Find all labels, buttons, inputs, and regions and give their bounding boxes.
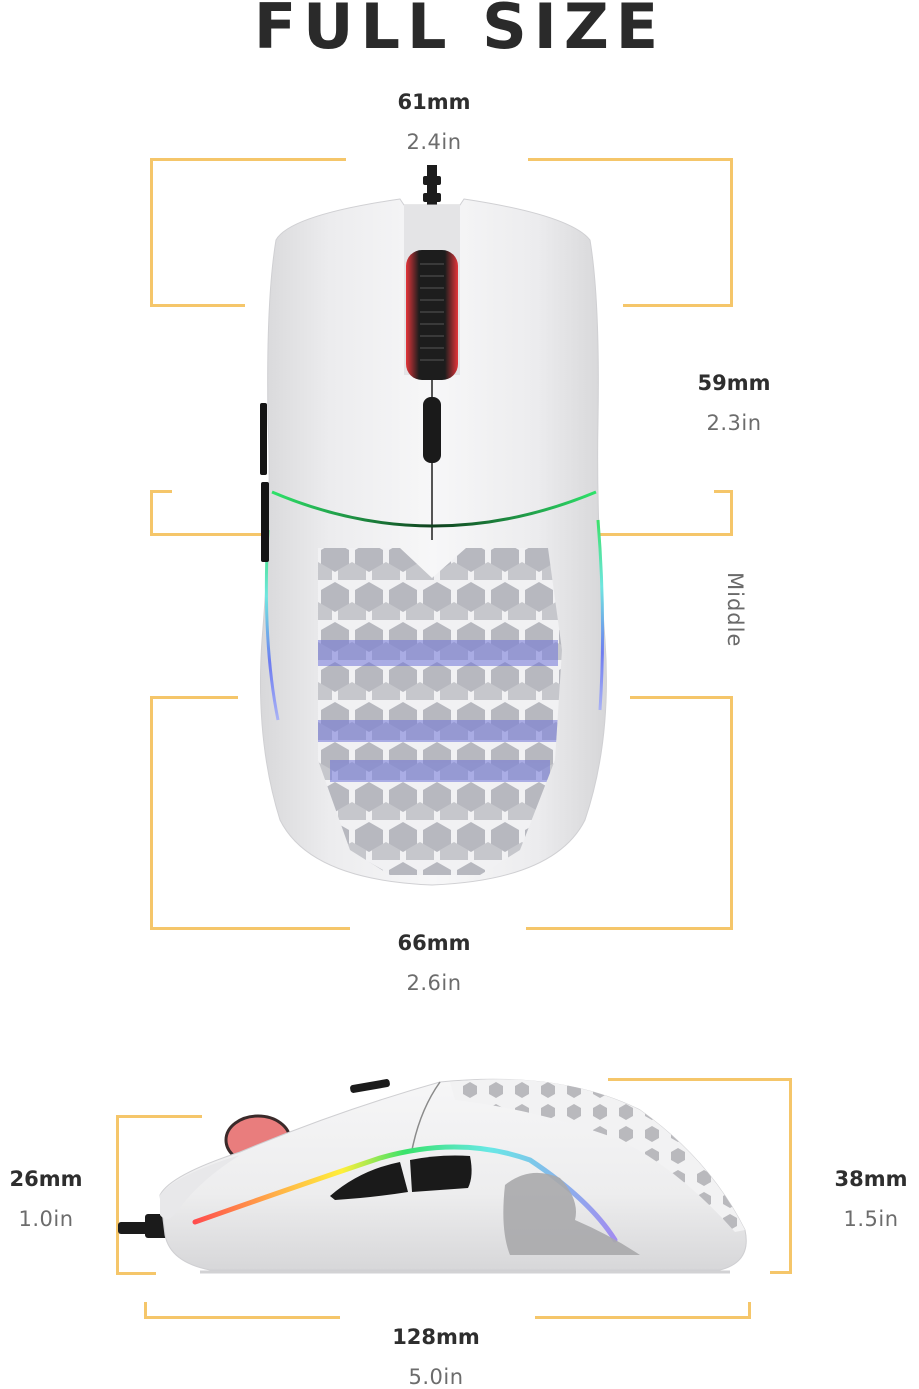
front-height-mm: 26mm xyxy=(9,1167,83,1191)
top-width-mm: 61mm xyxy=(397,90,471,114)
top-width-in: 2.4in xyxy=(406,130,462,154)
front-height-in: 1.0in xyxy=(18,1207,74,1231)
length-mm: 128mm xyxy=(392,1325,480,1349)
max-height-mm: 38mm xyxy=(834,1167,908,1191)
max-width-mm: 66mm xyxy=(397,931,471,955)
mouse-top-view-image xyxy=(259,165,607,886)
grip-width-mm: 59mm xyxy=(697,371,771,395)
max-width-in: 2.6in xyxy=(406,971,462,995)
page-title: FULL SIZE xyxy=(253,0,666,63)
grip-width-in: 2.3in xyxy=(706,411,762,435)
max-height-in: 1.5in xyxy=(843,1207,899,1231)
length-in: 5.0in xyxy=(408,1365,464,1389)
